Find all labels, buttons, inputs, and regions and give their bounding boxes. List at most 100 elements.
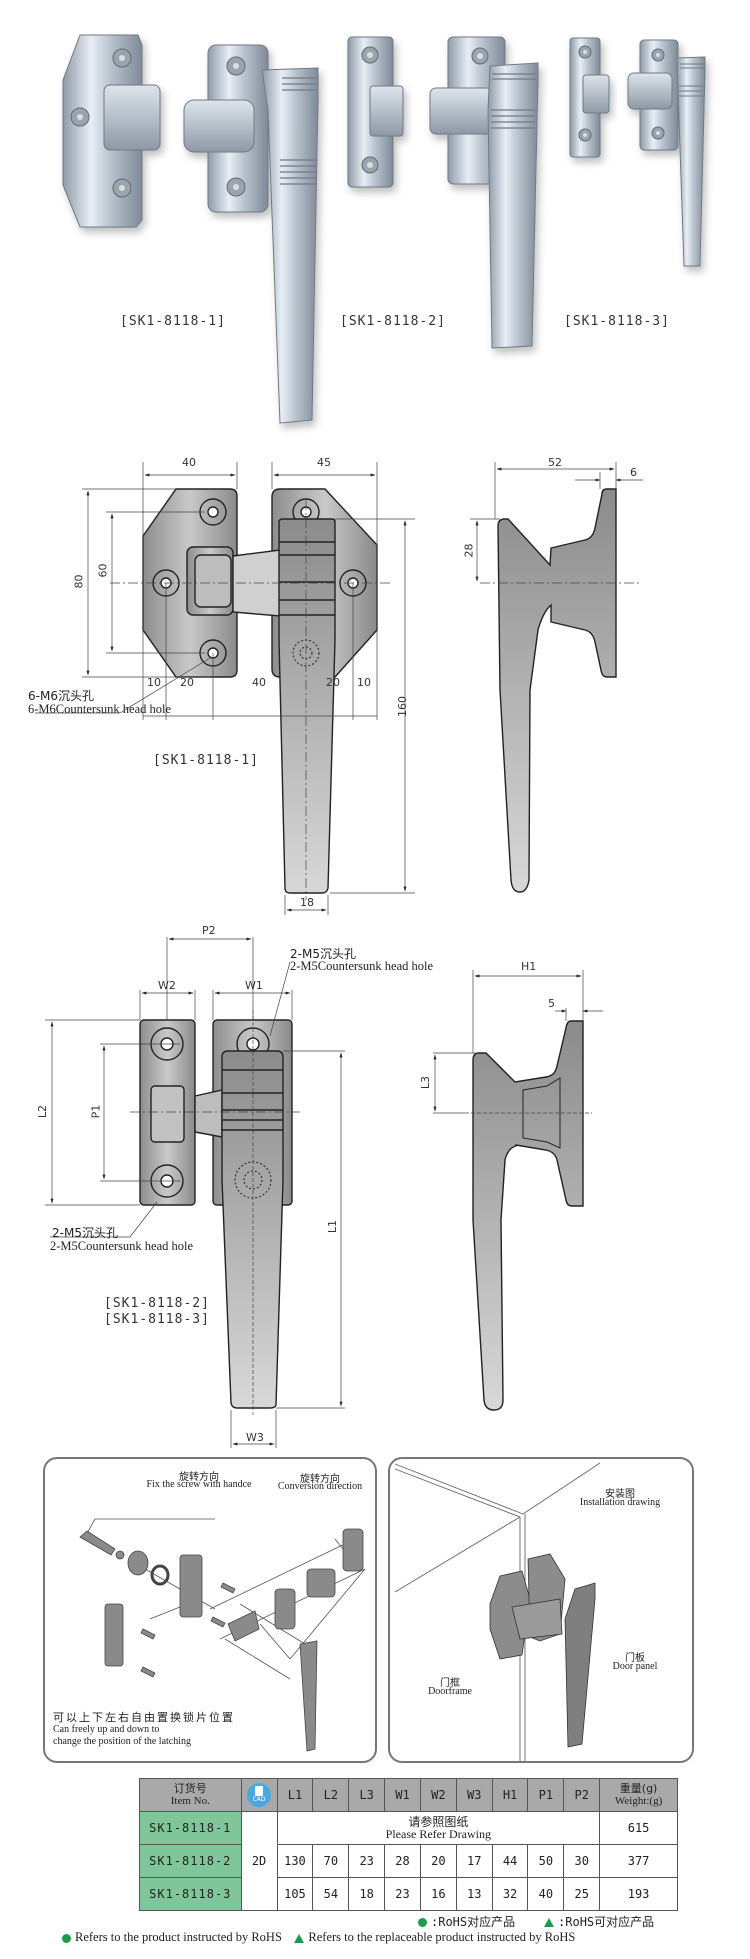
drawing2-handle: [194, 1019, 293, 1409]
value-cell: 17: [455, 1844, 493, 1878]
cad-cell: 2D: [240, 1811, 278, 1911]
drawing1-side-view: [497, 488, 617, 893]
value-cell: 40: [527, 1877, 565, 1911]
dim-40-center: 40: [252, 676, 266, 689]
header-cad[interactable]: CAD: [240, 1778, 278, 1812]
dim-h1: H1: [521, 960, 537, 973]
install-title-en: Installation drawing: [579, 1497, 661, 1508]
dim-45-top: 45: [317, 456, 331, 469]
dim-l2: L2: [36, 1104, 50, 1119]
photo-sk1-8118-2-handle: [429, 36, 539, 349]
dim-5-flange: 5: [548, 997, 555, 1010]
drawing2-side-view: [472, 1020, 584, 1411]
table-header-row: 订货号 Item No. CAD L1 L2 L3 W1 W2 W3 H1 P1…: [139, 1778, 678, 1812]
hole-note-top-cn: 2-M5沉头孔: [290, 947, 356, 961]
dim-52-side: 52: [548, 456, 562, 469]
drawing2-model-label-2: [SK1-8118-3]: [104, 1312, 210, 1327]
photo-sk1-8118-1-handle: [183, 44, 319, 424]
drawing2-model-label-1: [SK1-8118-2]: [104, 1296, 210, 1311]
header-col-p1: P1: [527, 1778, 565, 1812]
header-col-l1: L1: [276, 1778, 314, 1812]
dim-20-right: 20: [326, 676, 340, 689]
header-col-w3: W3: [455, 1778, 493, 1812]
hole-note-bottom-cn: 2-M5沉头孔: [52, 1226, 118, 1240]
dim-w3: W3: [246, 1431, 264, 1444]
assembly-label-2-cn: 旋转方向: [300, 1474, 340, 1485]
dim-l3: L3: [419, 1075, 433, 1090]
assembly-note-en-2: change the position of the latching: [53, 1736, 192, 1747]
dim-p1: P1: [89, 1104, 103, 1119]
hole-note-bottom-en: 2-M5Countersunk head hole: [50, 1239, 194, 1253]
door-frame-cn: 门框: [440, 1678, 460, 1689]
weight-cell: 615: [599, 1811, 678, 1845]
value-cell: 32: [491, 1877, 529, 1911]
hole-note-m6-en: 6-M6Countersunk head hole: [28, 702, 172, 716]
dim-40-top: 40: [182, 456, 196, 469]
legend-cn: :RoHS对应产品 :RoHS可对应产品: [418, 1913, 654, 1930]
dim-28-side: 28: [462, 543, 476, 558]
drawing2-dimension-lines: [45, 937, 345, 1448]
dim-l1: L1: [326, 1219, 340, 1234]
cad-icon[interactable]: CAD: [247, 1783, 272, 1807]
header-col-l2: L2: [312, 1778, 350, 1812]
value-cell: 20: [419, 1844, 457, 1878]
item-no-cell: SK1-8118-1: [139, 1811, 242, 1845]
refer-drawing-cell: 请参照图纸 Please Refer Drawing: [276, 1811, 601, 1845]
assembly-label-2-en: Conversion direction: [277, 1481, 363, 1492]
rohs-circle-icon: [62, 1933, 71, 1943]
drawing1-strike-plate: [142, 488, 238, 678]
rohs-circle-icon: [418, 1918, 427, 1927]
drawing1-model-label: [SK1-8118-1]: [153, 753, 259, 768]
door-panel-en: Door panel: [612, 1661, 658, 1672]
assembly-label-1-cn: 旋转方向: [179, 1472, 219, 1483]
value-cell: 28: [384, 1844, 421, 1878]
weight-cell: 377: [599, 1844, 678, 1878]
value-cell: 130: [276, 1844, 314, 1878]
header-col-w2: W2: [419, 1778, 457, 1812]
dim-10-right: 10: [357, 676, 371, 689]
weight-cell: 193: [599, 1877, 678, 1911]
hole-note-m6-cn: 6-M6沉头孔: [28, 689, 94, 703]
photo-sk1-8118-2-strike: [347, 36, 404, 188]
dim-w1: W1: [245, 979, 263, 992]
value-cell: 50: [527, 1844, 565, 1878]
value-cell: 16: [419, 1877, 457, 1911]
assembly-panel: 旋转方向 Fix the screw with handce 旋转方向 Conv…: [43, 1457, 377, 1763]
dim-20-left: 20: [180, 676, 194, 689]
photo-sk1-8118-3-strike: [569, 37, 610, 158]
item-no-cell: SK1-8118-2: [139, 1844, 242, 1878]
legend-en: Refers to the product instructed by RoHS…: [62, 1930, 575, 1945]
value-cell: 23: [384, 1877, 421, 1911]
install-title-cn: 安装图: [605, 1489, 635, 1500]
product-photos: [62, 34, 706, 424]
table-row: SK1-8118-1 2D 请参照图纸 Please Refer Drawing…: [139, 1811, 678, 1911]
dim-10-left: 10: [147, 676, 161, 689]
spec-table: 订货号 Item No. CAD L1 L2 L3 W1 W2 W3 H1 P1…: [139, 1778, 678, 1911]
photo-label-sk1-8118-2: [SK1-8118-2]: [340, 314, 446, 329]
header-item-no: 订货号 Item No.: [139, 1778, 242, 1812]
dim-6-flange: 6: [630, 466, 637, 479]
dim-80-height: 80: [72, 574, 86, 589]
value-cell: 23: [348, 1844, 386, 1878]
value-cell: 54: [312, 1877, 350, 1911]
value-cell: 13: [455, 1877, 493, 1911]
drawing2-strike-plate: [139, 1019, 196, 1206]
door-panel-cn: 门板: [625, 1653, 645, 1664]
exploded-view-illustration: [79, 1518, 366, 1752]
table-row: SK1-8118-3 105 54 18 23 16 13 32 40 25 1…: [139, 1877, 678, 1911]
drawing1-handle: [232, 488, 378, 894]
header-weight: 重量(g) Weight:(g): [599, 1778, 678, 1812]
dim-w2: W2: [158, 979, 176, 992]
drawing2-side-dimension-lines: [433, 970, 603, 1114]
value-cell: 30: [563, 1844, 601, 1878]
value-cell: 18: [348, 1877, 386, 1911]
item-no-cell: SK1-8118-3: [139, 1877, 242, 1911]
installation-panel: 安装图 Installation drawing 门板 Door panel 门…: [388, 1457, 694, 1763]
photo-sk1-8118-3-handle: [627, 39, 706, 267]
value-cell: 25: [563, 1877, 601, 1911]
rohs-triangle-icon: [294, 1933, 305, 1943]
value-cell: 105: [276, 1877, 314, 1911]
table-row: SK1-8118-2 130 70 23 28 20 17 44 50 30 3…: [139, 1844, 678, 1878]
installation-illustration: [394, 1462, 601, 1761]
hole-note-top-en: 2-M5Countersunk head hole: [290, 959, 434, 973]
